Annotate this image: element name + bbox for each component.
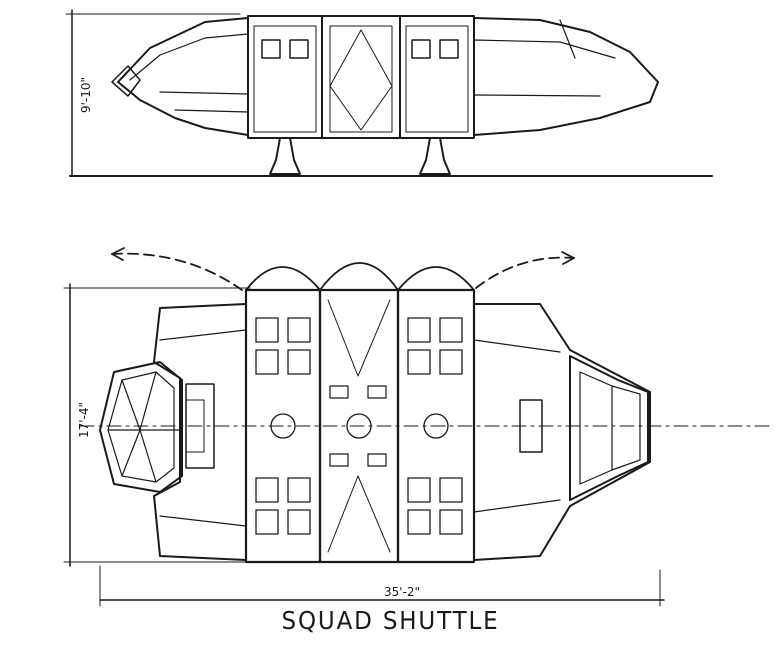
seat — [439, 317, 463, 343]
seat — [287, 509, 311, 535]
landing-leg-rear — [419, 137, 451, 175]
side-window — [261, 39, 281, 59]
seat — [255, 317, 279, 343]
seat — [439, 509, 463, 535]
shuttle-hull-plan — [153, 303, 247, 561]
side-pod-center — [321, 15, 401, 139]
seat — [439, 349, 463, 375]
floor-hatch — [270, 413, 296, 439]
side-pod-left — [247, 15, 323, 139]
side-height-dimension-label: 9'-10" — [79, 77, 93, 113]
seat-group — [255, 317, 463, 535]
side-elevation-view: 9'-10" — [65, 9, 713, 177]
seat — [255, 477, 279, 503]
seat — [255, 509, 279, 535]
door-swing-arc-right — [475, 256, 575, 289]
side-pod-right — [399, 15, 475, 139]
top-plan-view: 17'-4" — [63, 247, 771, 607]
seat — [287, 349, 311, 375]
door-swing-arc-left — [111, 252, 243, 291]
landing-leg-front — [269, 137, 301, 175]
side-window — [289, 39, 309, 59]
seat — [287, 477, 311, 503]
seat — [255, 349, 279, 375]
side-door-brace — [329, 29, 393, 131]
plan-width-dimension-label: 17'-4" — [77, 402, 91, 438]
shuttle-nose-plan — [99, 361, 183, 493]
plan-length-dimension-label: 35'-2" — [384, 585, 420, 599]
side-window — [439, 39, 459, 59]
seat — [439, 477, 463, 503]
drawing-title: SQUAD SHUTTLE — [281, 606, 500, 635]
shuttle-tail-side — [473, 17, 659, 136]
seat — [407, 349, 431, 375]
floor-hatch — [423, 413, 449, 439]
center-pod-brace — [327, 299, 391, 553]
seat — [287, 317, 311, 343]
side-window — [411, 39, 431, 59]
seat — [407, 317, 431, 343]
shuttle-tail-plan — [569, 355, 649, 501]
seat — [407, 509, 431, 535]
shuttle-nose-side — [111, 65, 141, 97]
seat — [407, 477, 431, 503]
plan-pod-right — [396, 288, 476, 564]
door-swing-arc-center — [245, 262, 475, 291]
aft-console — [519, 399, 543, 453]
floor-hatch — [346, 413, 372, 439]
